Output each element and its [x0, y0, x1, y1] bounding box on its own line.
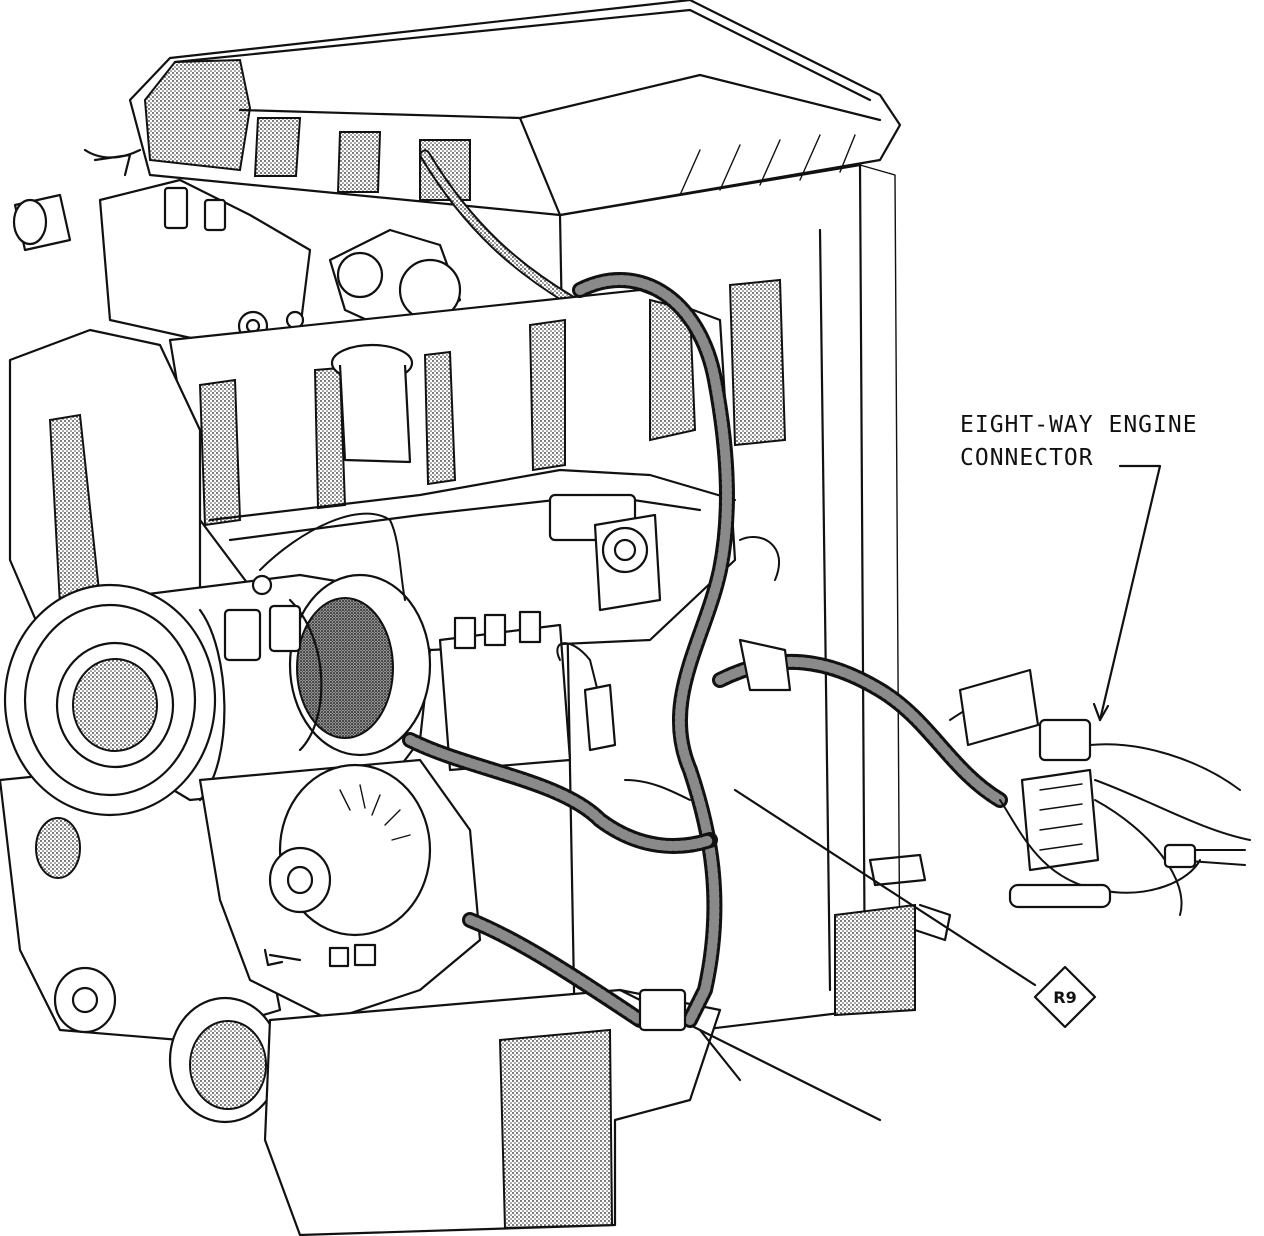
reference-marker: R9: [1033, 965, 1097, 1029]
reference-diamond-shape: [1033, 965, 1097, 1029]
callout-leaders: [733, 464, 1162, 987]
oil-pan: [263, 988, 882, 1236]
engine-block: [168, 278, 787, 772]
connector-label-line2: CONNECTOR: [960, 445, 1094, 471]
crank-pulley: [3, 583, 226, 817]
connector-label-line1: EIGHT-WAY ENGINE: [960, 412, 1198, 438]
wiring-harness: [251, 272, 1008, 1032]
valve-cover: [128, 0, 902, 306]
eight-way-connector: [949, 668, 1251, 916]
throttle-body: [12, 148, 462, 342]
connector-callout: EIGHT-WAY ENGINE CONNECTOR: [960, 412, 1198, 471]
distributor: [198, 758, 482, 1022]
lower-pulleys: [53, 966, 282, 1124]
reference-tag: R9: [1053, 988, 1076, 1007]
